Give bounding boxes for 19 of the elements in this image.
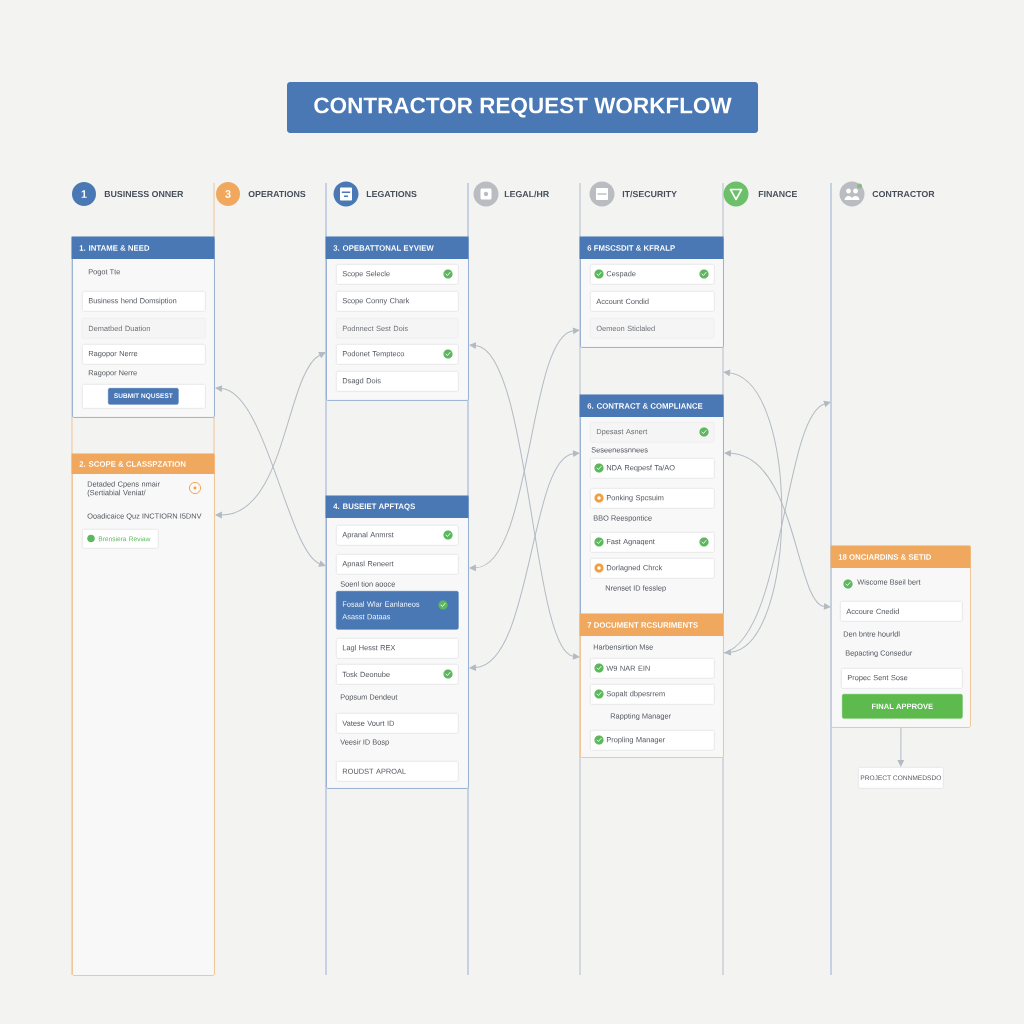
arrow (469, 450, 580, 671)
arrow (215, 352, 326, 519)
lane-title: CONTRACTOR (872, 190, 935, 198)
lane-title: BUSINESS ONNER (104, 190, 184, 198)
number-badge: 3 (216, 182, 240, 206)
arrow (215, 385, 326, 567)
arrow (724, 450, 831, 610)
arrow (469, 342, 580, 660)
arrow (723, 369, 783, 656)
lane-title: FINANCE (758, 190, 797, 198)
number-badge: 1 (72, 182, 96, 206)
lane-title: OPERATIONS (248, 190, 306, 198)
lane-title: LEGAL/HR (504, 190, 549, 198)
lane-title: LEGATIONS (366, 190, 417, 198)
arrow (469, 327, 580, 571)
arrow (723, 400, 831, 654)
lane-title: IT/SECURITY (622, 190, 677, 198)
arrow (897, 727, 904, 767)
title-banner: CONTRACTOR REQUEST WORKFLOW (287, 82, 758, 133)
